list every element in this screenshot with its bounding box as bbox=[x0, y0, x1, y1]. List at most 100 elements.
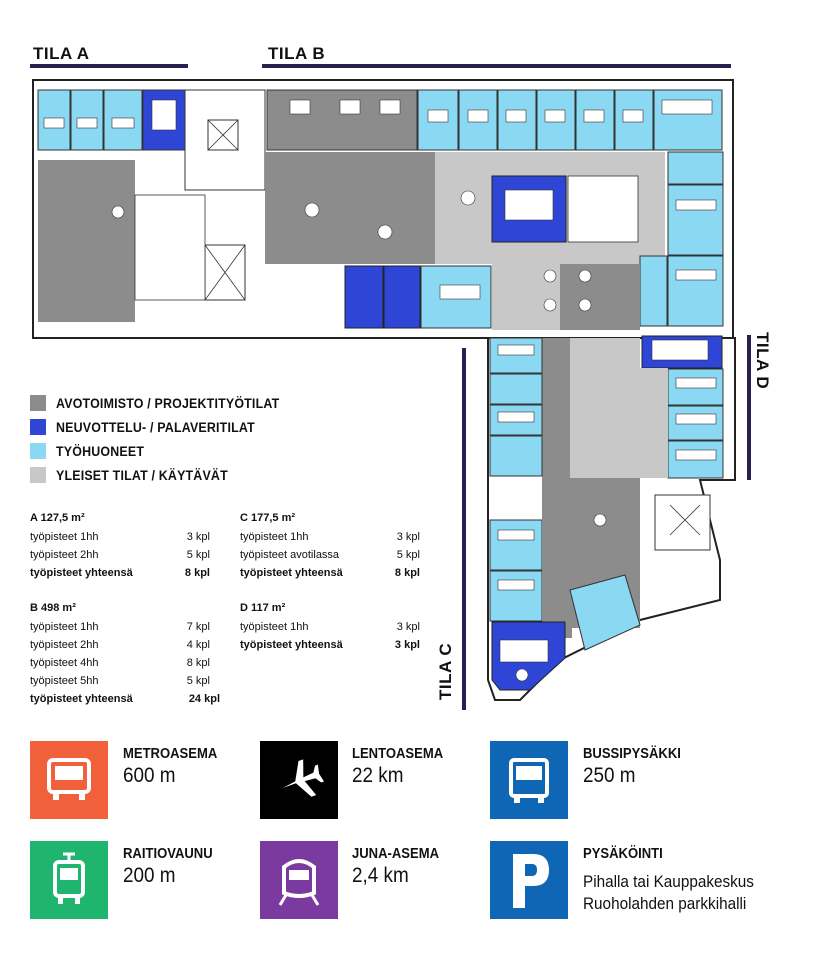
bus-distance: 250 m bbox=[583, 764, 636, 787]
row-value: 5 kpl bbox=[186, 675, 210, 687]
tila-b-meeting-low-2 bbox=[383, 265, 421, 329]
lobby bbox=[134, 194, 206, 301]
row-label: työpisteet yhteensä bbox=[240, 567, 343, 579]
area-b-row: työpisteet 5hh 5 kpl bbox=[30, 675, 210, 687]
tila-c-work-room-angled bbox=[569, 574, 641, 651]
round-tables bbox=[111, 190, 607, 682]
legend-item-work-room: TYÖHUONEET bbox=[30, 443, 152, 459]
row-label: työpisteet avotilassa bbox=[240, 549, 340, 561]
row-label: työpisteet yhteensä bbox=[240, 639, 343, 651]
row-value: 5 kpl bbox=[186, 549, 210, 561]
zone-bar-a bbox=[30, 64, 188, 68]
row-value: 8 kpl bbox=[184, 567, 210, 579]
row-label: työpisteet 1hh bbox=[30, 621, 99, 633]
row-value: 3 kpl bbox=[396, 531, 420, 543]
metro-tile bbox=[30, 741, 108, 819]
legend-label: YLEISET TILAT / KÄYTÄVÄT bbox=[56, 467, 228, 483]
legend-label: NEUVOTTELU- / PALAVERITILAT bbox=[56, 419, 255, 435]
area-c-row: työpisteet avotilassa 5 kpl bbox=[240, 549, 420, 561]
legend-swatch bbox=[30, 443, 46, 459]
row-label: työpisteet 1hh bbox=[30, 531, 99, 543]
bus-icon bbox=[509, 758, 549, 803]
airport-tile bbox=[260, 741, 338, 819]
area-d-row: työpisteet 1hh 3 kpl bbox=[240, 621, 420, 633]
tram-icon bbox=[53, 852, 85, 904]
area-a-row: työpisteet 2hh 5 kpl bbox=[30, 549, 210, 561]
row-value: 4 kpl bbox=[186, 639, 210, 651]
airport-title: LENTOASEMA bbox=[352, 746, 444, 762]
tram-distance: 200 m bbox=[123, 864, 176, 887]
row-value: 7 kpl bbox=[186, 621, 210, 633]
area-b-heading: B 498 m² bbox=[30, 602, 76, 614]
legend-item-common: YLEISET TILAT / KÄYTÄVÄT bbox=[30, 467, 243, 483]
zone-bar-b bbox=[262, 64, 731, 68]
train-icon bbox=[278, 859, 320, 906]
parking-tile bbox=[490, 841, 568, 919]
zone-label-a: TILA A bbox=[33, 44, 90, 63]
tram-tile bbox=[30, 841, 108, 919]
row-label: työpisteet yhteensä bbox=[30, 567, 133, 579]
row-value: 8 kpl bbox=[394, 567, 420, 579]
area-c-heading: C 177,5 m² bbox=[240, 512, 296, 524]
row-label: työpisteet 5hh bbox=[30, 675, 99, 687]
legend-swatch bbox=[30, 419, 46, 435]
bus-tile bbox=[490, 741, 568, 819]
area-b-row: työpisteet 4hh 8 kpl bbox=[30, 657, 210, 669]
parking-icon bbox=[513, 854, 549, 908]
legend-swatch bbox=[30, 395, 46, 411]
parking-line-2: Ruoholahden parkkihalli bbox=[583, 894, 747, 913]
area-b-row: työpisteet 2hh 4 kpl bbox=[30, 639, 210, 651]
area-b-row: työpisteet 1hh 7 kpl bbox=[30, 621, 210, 633]
tram-title: RAITIOVAUNU bbox=[123, 846, 213, 862]
parking-line-1: Pihalla tai Kauppakeskus bbox=[583, 872, 754, 891]
area-c-total: työpisteet yhteensä 8 kpl bbox=[240, 567, 420, 579]
core-stairs bbox=[184, 89, 266, 301]
legend-swatch bbox=[30, 467, 46, 483]
tila-b-open-office-right bbox=[560, 264, 640, 330]
floor-plan bbox=[32, 79, 736, 701]
area-c-row: työpisteet 1hh 3 kpl bbox=[240, 531, 420, 543]
row-label: työpisteet yhteensä bbox=[30, 693, 133, 705]
legend-label: TYÖHUONEET bbox=[56, 443, 145, 459]
metro-icon bbox=[47, 758, 91, 800]
area-d-heading: D 117 m² bbox=[240, 602, 286, 614]
tila-b-meeting-low-1 bbox=[344, 265, 384, 329]
train-distance: 2,4 km bbox=[352, 864, 409, 887]
bus-title: BUSSIPYSÄKKI bbox=[583, 746, 681, 762]
tila-c-common bbox=[570, 338, 640, 478]
metro-distance: 600 m bbox=[123, 764, 176, 787]
legend-item-open-office: AVOTOIMISTO / PROJEKTITYÖTILAT bbox=[30, 395, 299, 411]
legend-item-meeting: NEUVOTTELU- / PALAVERITILAT bbox=[30, 419, 272, 435]
tila-b-open-office-mid bbox=[265, 152, 435, 264]
row-label: työpisteet 1hh bbox=[240, 531, 309, 543]
tila-b-work-rooms-right bbox=[639, 151, 724, 327]
tila-a-open-office bbox=[38, 160, 135, 322]
row-value: 24 kpl bbox=[188, 693, 220, 705]
legend-label: AVOTOIMISTO / PROJEKTITYÖTILAT bbox=[56, 395, 280, 411]
row-value: 3 kpl bbox=[394, 639, 420, 651]
zone-bar-c bbox=[462, 348, 466, 710]
row-value: 3 kpl bbox=[186, 531, 210, 543]
area-a-total: työpisteet yhteensä 8 kpl bbox=[30, 567, 210, 579]
area-d-total: työpisteet yhteensä 3 kpl bbox=[240, 639, 420, 651]
area-b-total: työpisteet yhteensä 24 kpl bbox=[30, 693, 220, 705]
train-tile bbox=[260, 841, 338, 919]
parking-title: PYSÄKÖINTI bbox=[583, 846, 663, 862]
row-value: 5 kpl bbox=[396, 549, 420, 561]
row-label: työpisteet 4hh bbox=[30, 657, 99, 669]
area-a-row: työpisteet 1hh 3 kpl bbox=[30, 531, 210, 543]
tila-b-work-rooms-top bbox=[417, 89, 723, 151]
zone-label-b: TILA B bbox=[268, 44, 326, 63]
train-title: JUNA-ASEMA bbox=[352, 846, 440, 862]
tila-b-open-office-low bbox=[265, 264, 345, 329]
tila-d-common bbox=[640, 368, 668, 478]
tila-c-work-rooms bbox=[489, 337, 543, 622]
row-label: työpisteet 2hh bbox=[30, 549, 99, 561]
metro-title: METROASEMA bbox=[123, 746, 218, 762]
row-value: 8 kpl bbox=[186, 657, 210, 669]
row-value: 3 kpl bbox=[396, 621, 420, 633]
row-label: työpisteet 2hh bbox=[30, 639, 99, 651]
row-label: työpisteet 1hh bbox=[240, 621, 309, 633]
zone-bar-d bbox=[747, 335, 751, 480]
tila-b-open-office-top bbox=[266, 89, 418, 151]
